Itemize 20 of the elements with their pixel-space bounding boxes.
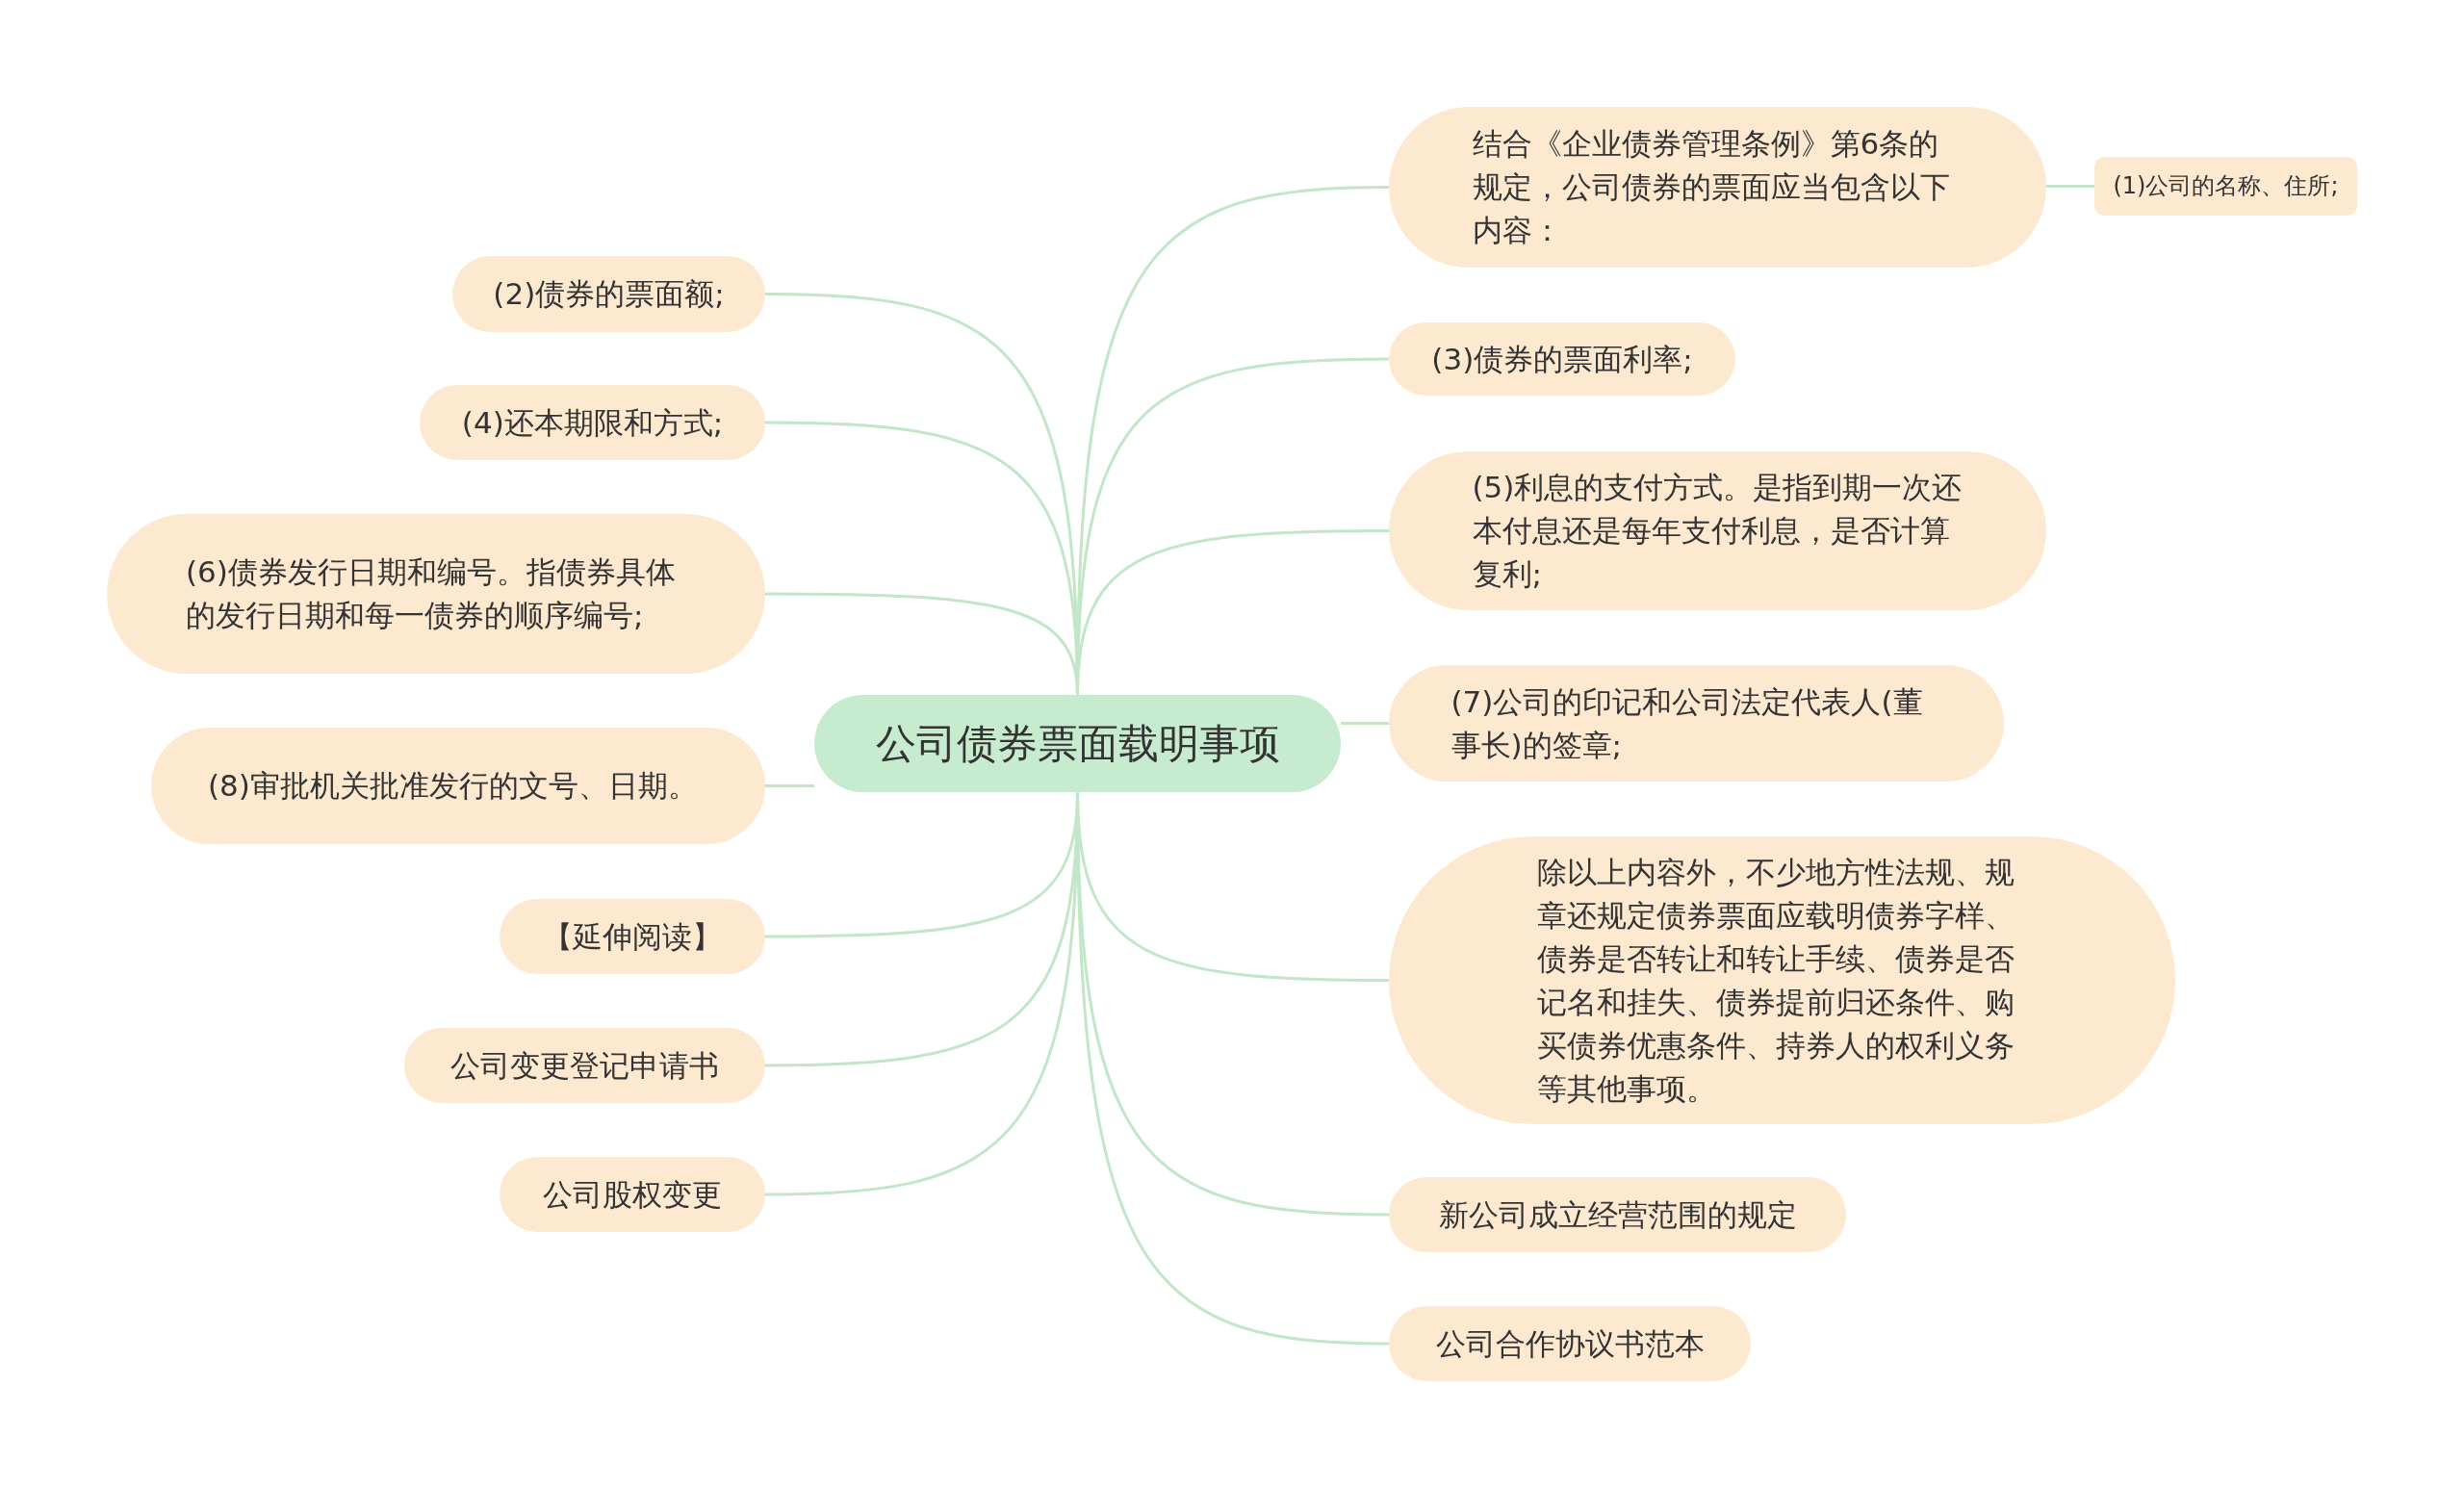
subtopic-box: 除以上内容外，不少地方性法规、规章还规定债券票面应载明债券字样、债券是否转让和转让手续、债券是否记名和挂失、债券提前归还条件、购买债券优惠条件、持券人的权利义务等其他事项。 (1389, 836, 2175, 1124)
subtopic-box: (1)公司的名称、住所; (2094, 157, 2357, 216)
subtopic-box: (2)债券的票面额; (452, 256, 765, 332)
topic-box: 公司债券票面载明事项 (814, 695, 1341, 792)
connector-line (765, 784, 814, 787)
subtopic-box: (7)公司的印记和公司法定代表人(董事长)的签章; (1389, 665, 2004, 782)
subtopic-box: (3)债券的票面利率; (1389, 322, 1735, 396)
connector-line (1076, 529, 1389, 696)
subtopic-box: (8)审批机关批准发行的文号、日期。 (151, 728, 765, 844)
subtopic-box: 新公司成立经营范围的规定 (1389, 1177, 1846, 1252)
subtopic-box: 公司合作协议书范本 (1389, 1306, 1751, 1381)
subtopic-box: 公司变更登记申请书 (404, 1028, 765, 1103)
connector-line (2046, 185, 2094, 188)
subtopic-box: (6)债券发行日期和编号。指债券具体的发行日期和每一债券的顺序编号; (107, 514, 765, 674)
subtopic-box: (4)还本期限和方式; (420, 385, 765, 460)
subtopic-box: 公司股权变更 (500, 1157, 765, 1232)
subtopic-box: (5)利息的支付方式。是指到期一次还本付息还是每年支付利息，是否计算复利; (1389, 451, 2046, 610)
subtopic-box: 结合《企业债券管理条例》第6条的规定，公司债券的票面应当包含以下内容： (1389, 107, 2046, 268)
subtopic-box: 【延伸阅读】 (500, 899, 765, 974)
connector-line (1341, 722, 1389, 725)
